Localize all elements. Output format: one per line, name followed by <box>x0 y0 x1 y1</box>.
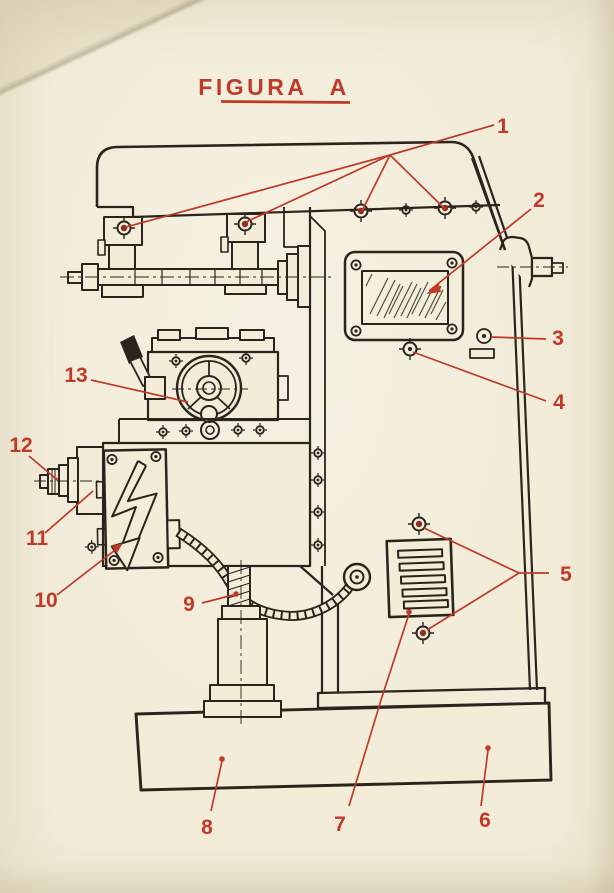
callout-5: 5 <box>560 563 572 586</box>
callout-3: 3 <box>552 327 564 350</box>
callout-4: 4 <box>553 391 565 414</box>
clamp-lever <box>120 335 166 400</box>
leader-1 <box>125 124 495 228</box>
rear-knob <box>497 235 568 288</box>
leader-10 <box>56 543 123 596</box>
leader-2 <box>426 208 532 294</box>
figure-title: FIGURA A <box>198 74 351 104</box>
glass-hatching <box>365 273 447 321</box>
machine-drawing <box>34 140 568 792</box>
leader-8 <box>210 756 225 812</box>
callout-9: 9 <box>183 593 195 616</box>
leader-5 <box>423 527 549 631</box>
callout-annotations: 1 2 3 4 5 6 7 8 9 10 11 12 13 <box>9 115 572 839</box>
elevating-jack <box>203 560 282 727</box>
callout-8: 8 <box>201 816 213 839</box>
leader-9 <box>201 591 239 604</box>
inspection-window <box>343 250 465 342</box>
callout-11: 11 <box>26 527 49 550</box>
column-rear-edge <box>470 155 539 691</box>
louver-panel <box>385 537 455 619</box>
spindle-nose <box>34 446 112 515</box>
page-title: FIGURA A <box>198 74 349 100</box>
title-underline <box>220 100 351 104</box>
leader-3 <box>490 336 547 340</box>
indicator-and-slot <box>469 328 495 359</box>
leader-13 <box>90 379 189 403</box>
callout-6: 6 <box>479 809 491 832</box>
leader-11 <box>44 490 94 534</box>
saddle <box>118 418 310 443</box>
callout-10: 10 <box>34 589 57 612</box>
handwheel-assembly <box>120 327 289 423</box>
callout-2: 2 <box>533 189 545 212</box>
leader-6 <box>480 745 491 807</box>
callout-12: 12 <box>9 434 32 457</box>
callout-1: 1 <box>497 115 509 138</box>
leader-7 <box>348 609 412 807</box>
callout-7: 7 <box>334 813 346 836</box>
arbor <box>60 245 332 308</box>
column-front-edge <box>308 207 340 692</box>
leader-4 <box>412 351 547 402</box>
overarm <box>95 140 507 251</box>
leader-12 <box>28 455 58 481</box>
callout-13: 13 <box>64 364 87 387</box>
column-foot <box>316 686 547 710</box>
